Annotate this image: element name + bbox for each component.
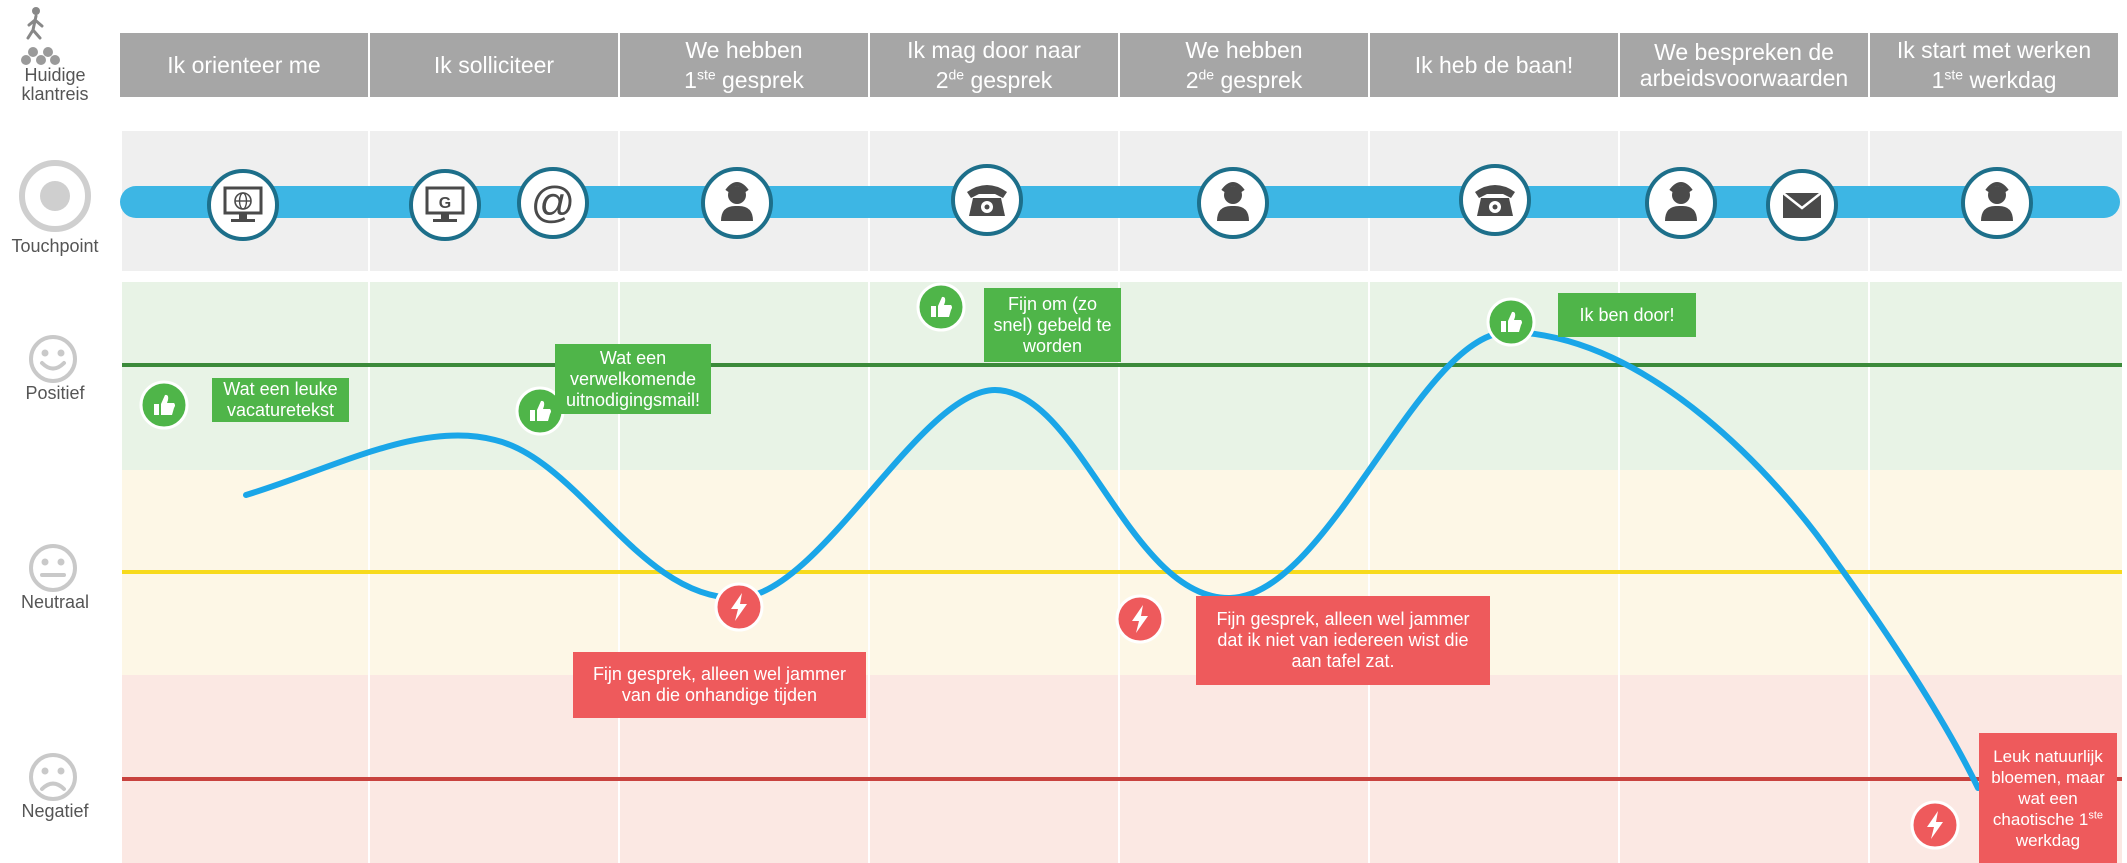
callout-line: Fijn gesprek, alleen wel jammer <box>1216 609 1470 629</box>
callout-line: Wat een leuke <box>223 379 338 399</box>
stage-title: Ik orienteer me <box>167 52 321 78</box>
ordinal-suffix: ste <box>1944 66 1964 83</box>
column-separator <box>1368 131 1370 863</box>
callout-line: bloemen, maar <box>1991 767 2105 787</box>
callout-line: wat een <box>2018 788 2078 808</box>
stage-subtitle: 1ste werkdag <box>1931 66 2057 93</box>
google-monitor-icon: G <box>409 169 481 241</box>
thumbs-up-icon <box>515 386 565 436</box>
thumbs-up-icon <box>1486 297 1536 347</box>
ordinal-suffix: de <box>1198 66 1215 83</box>
ordinal-suffix: ste <box>2088 808 2104 821</box>
column-separator <box>1618 131 1620 863</box>
stage-header: Ik start met werken 1ste werkdag <box>1870 33 2118 97</box>
callout-negative-table: Fijn gesprek, alleen wel jammer dat ik n… <box>1196 596 1490 685</box>
callout-negative-first-day: Leuk natuurlijk bloemen, maar wat een ch… <box>1979 733 2117 863</box>
callout-line: vacaturetekst <box>226 400 335 420</box>
touchpoints: G@ <box>207 164 2033 241</box>
smiley-neutral-icon <box>28 543 78 598</box>
callout-line: aan tafel zat. <box>1291 651 1395 671</box>
negative-band <box>122 675 2122 863</box>
thumbs-up-icon <box>916 282 966 332</box>
stage-header: We hebben 2de gesprek <box>1120 33 1368 97</box>
callout-line: Fijn om (zo <box>1007 293 1097 314</box>
callout-line: Fijn gesprek, alleen wel jammer <box>592 664 847 684</box>
person-icon <box>1197 167 1269 239</box>
callout-line: snel) gebeld te <box>993 314 1112 335</box>
column-separator <box>368 131 370 863</box>
stage-subtitle: 1ste gesprek <box>684 66 804 93</box>
envelope-icon <box>1766 169 1838 241</box>
stage-title: We bespreken de <box>1654 39 1834 65</box>
neutral-level-line <box>122 570 2122 574</box>
lightning-icon <box>1910 800 1960 850</box>
callout-line: uitnodigingsmail! <box>565 389 701 410</box>
person-icon <box>1961 167 2033 239</box>
stage-subtitle: 2de gesprek <box>935 66 1053 93</box>
callout-line: van die onhandige tijden <box>621 685 818 705</box>
callout-negative-times: Fijn gesprek, alleen wel jammer van die … <box>573 652 866 718</box>
journey-row-label: Huidige klantreis <box>0 66 110 104</box>
positive-level-line <box>122 363 2122 367</box>
walking-person-icon <box>18 4 60 71</box>
computer-globe-icon <box>207 169 279 241</box>
callout-line: Ik ben door! <box>1579 304 1675 325</box>
column-separator <box>1118 131 1120 863</box>
stage-header: We hebben 1ste gesprek <box>620 33 868 97</box>
ordinal-suffix: ste <box>696 66 716 83</box>
stage-title: Ik solliciteer <box>433 52 555 78</box>
callout-positive-vacancy: Wat een leuke vacaturetekst <box>212 378 349 422</box>
svg-text:G: G <box>439 195 451 212</box>
callout-line: werkdag <box>2015 830 2081 850</box>
email-at-icon: @ <box>517 167 589 239</box>
negative-level-line <box>122 777 2122 781</box>
stage-header: Ik orienteer me <box>120 33 368 97</box>
journey-label-line2: klantreis <box>21 84 89 104</box>
touchpoint-track <box>120 186 2120 218</box>
emotion-badges <box>139 282 1960 850</box>
stage-subtitle: arbeidsvoorwaarden <box>1639 65 1849 91</box>
stage-title: Ik start met werken <box>1896 37 2092 63</box>
lightning-icon <box>714 582 764 632</box>
target-circle-icon <box>18 159 92 238</box>
telephone-icon <box>951 164 1023 236</box>
person-icon <box>1645 167 1717 239</box>
column-separator <box>1868 131 1870 863</box>
thumbs-up-icon <box>139 380 189 430</box>
journey-label-line1: Huidige <box>24 65 86 85</box>
stage-title: Ik heb de baan! <box>1414 52 1574 78</box>
callout-line: verwelkomende <box>569 368 697 389</box>
person-icon <box>701 167 773 239</box>
neutral-row-label: Neutraal <box>20 592 90 612</box>
lightning-icon <box>1115 594 1165 644</box>
column-separator <box>618 131 620 863</box>
callout-positive-hired: Ik ben door! <box>1558 293 1696 337</box>
callout-line: dat ik niet van iedereen wist die <box>1217 630 1469 650</box>
touchpoint-row-label: Touchpoint <box>11 236 99 256</box>
callout-line: Leuk natuurlijk <box>1993 746 2103 766</box>
stage-header: Ik mag door naar 2de gesprek <box>870 33 1118 97</box>
stage-header: Ik heb de baan! <box>1370 33 1618 97</box>
positive-band <box>122 282 2122 470</box>
stage-title: We hebben <box>685 37 803 63</box>
callout-positive-invitation: Wat een verwelkomende uitnodigingsmail! <box>555 344 711 414</box>
stage-header: Ik solliciteer <box>370 33 618 97</box>
smiley-sad-icon <box>28 752 78 807</box>
ordinal-suffix: de <box>948 66 965 83</box>
stage-subtitle: 2de gesprek <box>1185 66 1303 93</box>
callout-positive-phone: Fijn om (zo snel) gebeld te worden <box>984 288 1121 362</box>
smiley-happy-icon <box>28 334 78 389</box>
negative-row-label: Negatief <box>21 801 89 821</box>
stage-title: Ik mag door naar <box>907 37 1081 63</box>
emotion-curve <box>243 328 1981 791</box>
svg-text:@: @ <box>531 178 576 227</box>
positive-row-label: Positief <box>25 383 85 403</box>
stage-title: We hebben <box>1185 37 1303 63</box>
telephone-icon <box>1459 164 1531 236</box>
callout-line: Wat een <box>599 347 667 368</box>
callout-line: worden <box>1022 335 1083 356</box>
callout-line-first-day: chaotische 1ste <box>1992 808 2104 829</box>
